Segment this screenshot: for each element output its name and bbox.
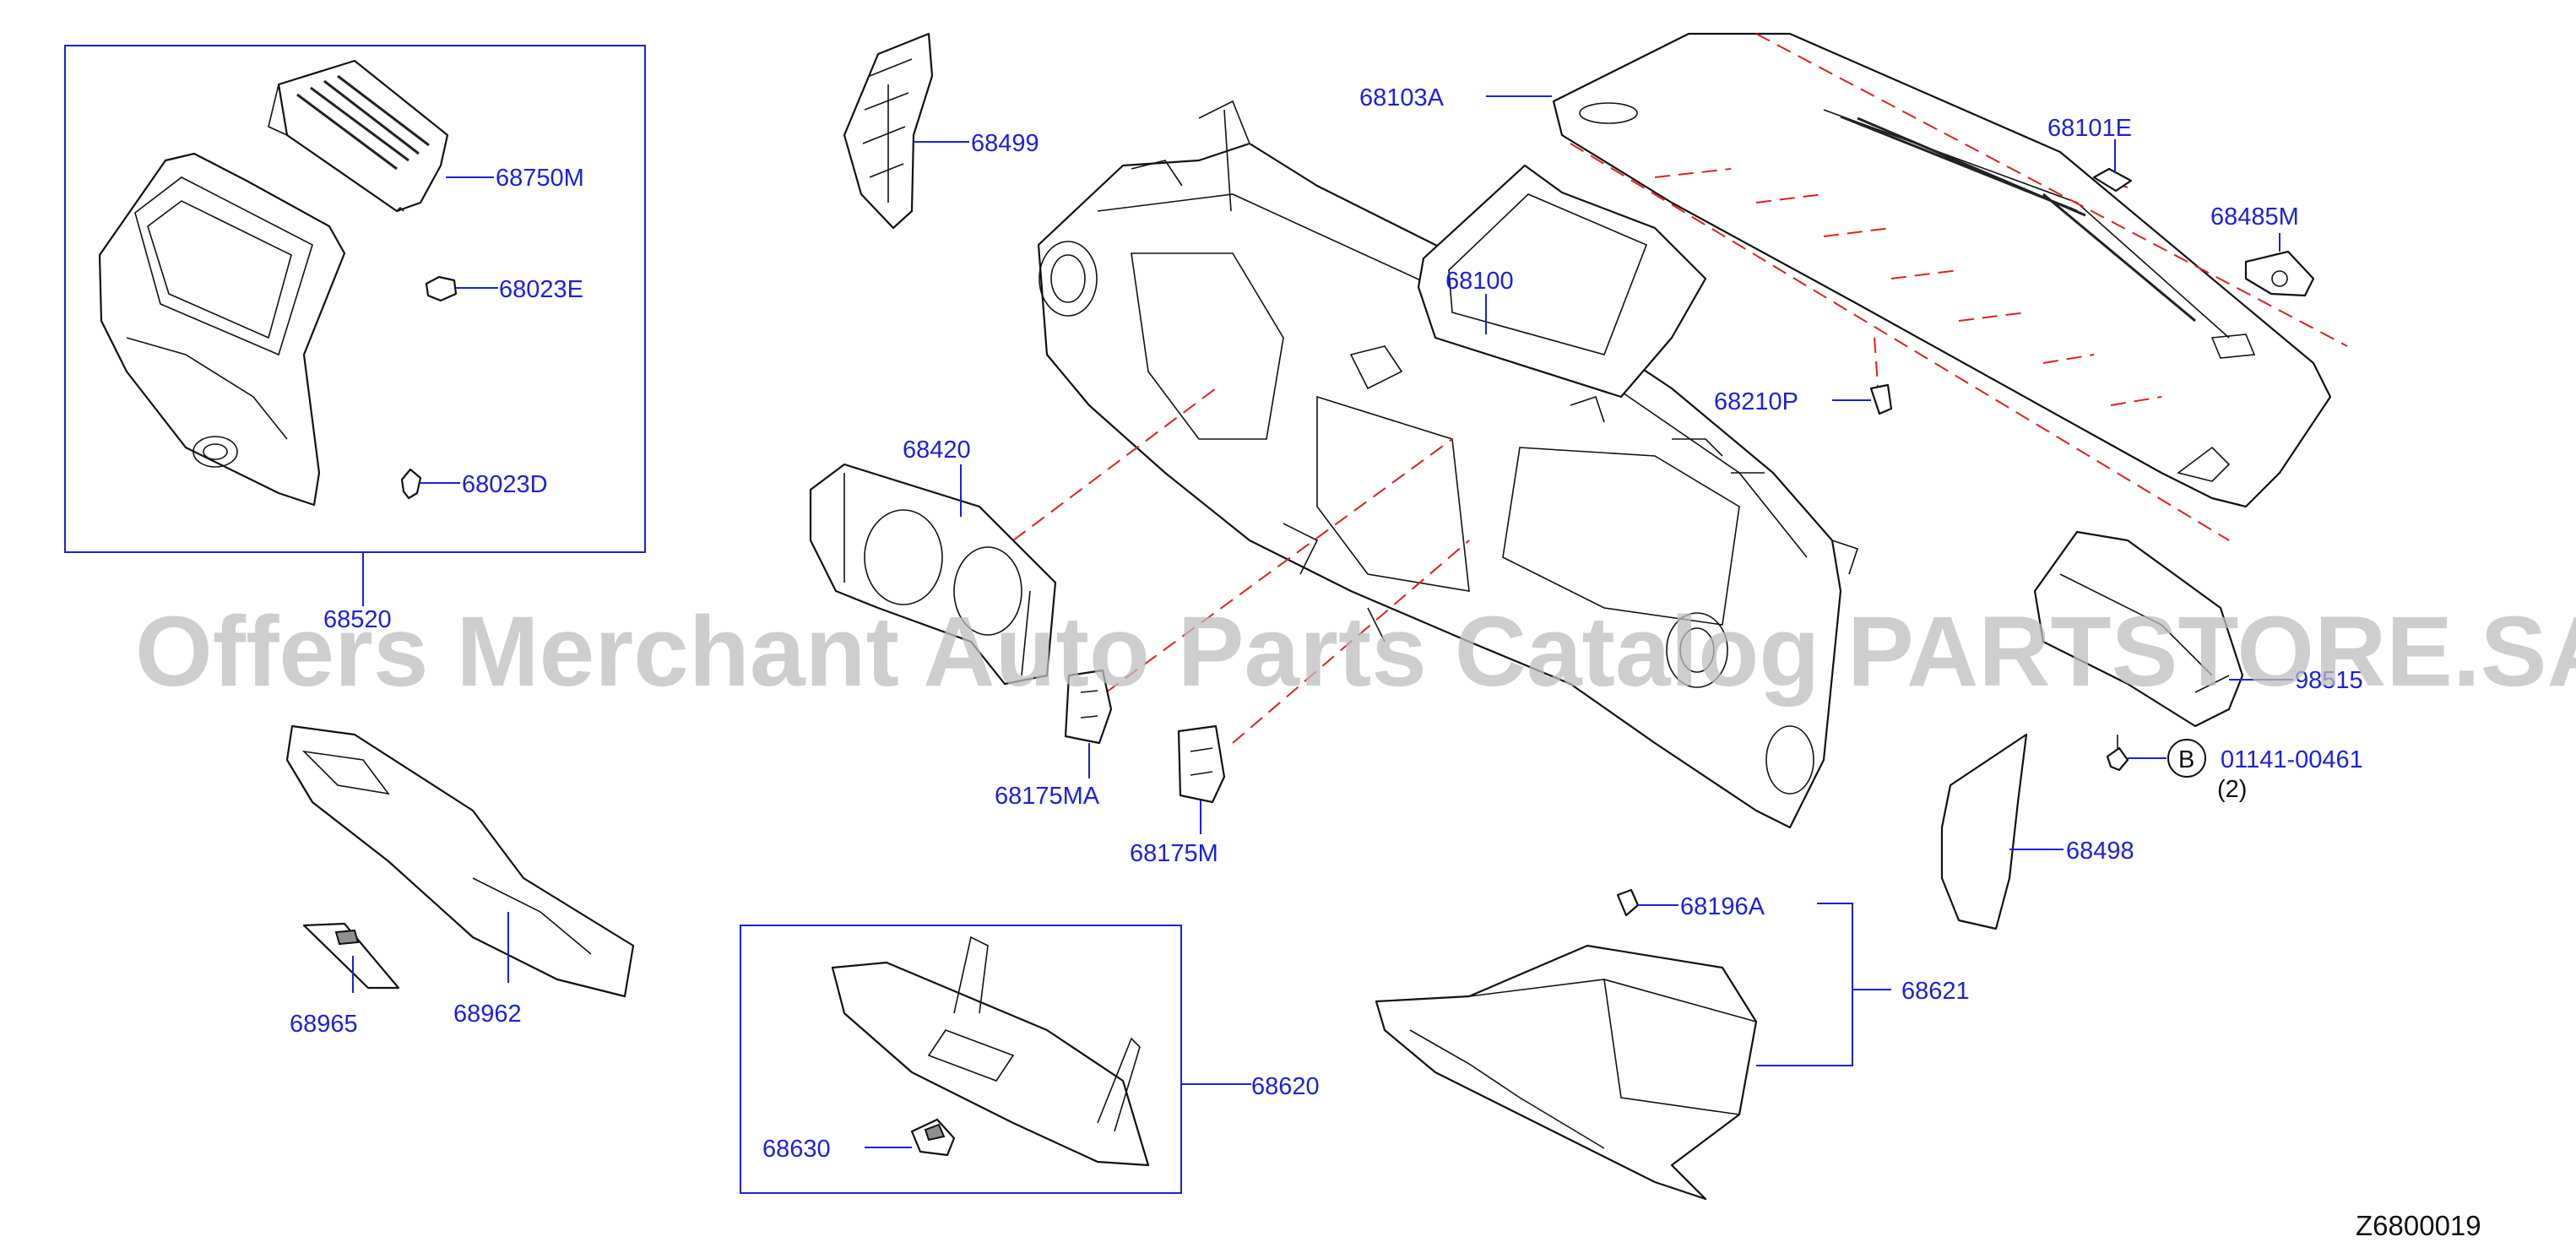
label-68485M[interactable]: 68485M xyxy=(2210,203,2299,231)
cover-68962-drawing xyxy=(285,724,635,998)
hood-68100-drawing xyxy=(1417,164,1707,399)
callout-b[interactable]: B xyxy=(2178,746,2194,773)
label-68210P[interactable]: 68210P xyxy=(1714,388,1798,415)
label-01141-qty: (2) xyxy=(2217,776,2247,803)
latch-68630-drawing xyxy=(910,1118,956,1157)
bezel-68420-drawing xyxy=(809,463,1057,686)
cluster-lid-drawing xyxy=(98,152,346,507)
label-68965[interactable]: 68965 xyxy=(290,1011,358,1038)
airbag-98515-drawing xyxy=(2033,530,2244,728)
bracket-68499-drawing xyxy=(843,32,934,230)
group-box-68620 xyxy=(740,925,1182,1194)
label-68750M[interactable]: 68750M xyxy=(496,165,584,192)
label-68175MA[interactable]: 68175MA xyxy=(995,783,1100,810)
instrument-panel-drawing xyxy=(1037,100,1859,829)
label-68630[interactable]: 68630 xyxy=(762,1136,831,1163)
group-68520: 68750M 68023E 68023D 68520 xyxy=(64,45,646,633)
bracket-68175MA-drawing xyxy=(1064,669,1113,745)
label-68520[interactable]: 68520 xyxy=(323,606,392,633)
label-68962[interactable]: 68962 xyxy=(453,1001,522,1028)
label-68499[interactable]: 68499 xyxy=(971,130,1039,157)
housing-68621-drawing xyxy=(1375,944,1758,1201)
label-68023E[interactable]: 68023E xyxy=(499,276,583,303)
clip-68210P-drawing xyxy=(1869,383,1893,415)
clip-68023E-drawing xyxy=(425,275,458,302)
label-68023D[interactable]: 68023D xyxy=(462,471,548,498)
watermark-text: Offers Merchant Auto Parts Catalog PARTS… xyxy=(135,596,2576,708)
bracket-68175M-drawing xyxy=(1177,724,1226,804)
group-box-68520 xyxy=(64,45,646,553)
trim-68965-drawing xyxy=(302,922,400,990)
bracket-68485M-drawing xyxy=(2244,250,2315,297)
cover-68498-drawing xyxy=(1940,733,2028,930)
label-68420[interactable]: 68420 xyxy=(903,437,971,464)
callout-circle-b xyxy=(2167,739,2206,778)
lid-68620-drawing xyxy=(831,936,1150,1167)
label-68101E[interactable]: 68101E xyxy=(2047,115,2132,142)
label-68621[interactable]: 68621 xyxy=(1901,978,1970,1005)
label-68498[interactable]: 68498 xyxy=(2066,838,2134,865)
label-68620[interactable]: 68620 xyxy=(1251,1073,1320,1100)
label-01141-00461[interactable]: 01141-00461 xyxy=(2221,746,2363,773)
clip-68023D-drawing xyxy=(400,468,422,500)
label-68175M[interactable]: 68175M xyxy=(1130,840,1218,867)
label-68196A[interactable]: 68196A xyxy=(1680,893,1765,920)
bolt-01141-drawing xyxy=(2106,735,2129,772)
label-68103A[interactable]: 68103A xyxy=(1359,84,1445,111)
label-68100[interactable]: 68100 xyxy=(1445,268,1514,295)
diagram-code: Z6800019 xyxy=(2356,1210,2481,1241)
vent-68101E-drawing xyxy=(2092,167,2133,193)
group-68620: 68630 68620 xyxy=(740,925,1320,1194)
clip-68196A-drawing xyxy=(1616,888,1640,917)
label-98515[interactable]: 98515 xyxy=(2295,667,2363,694)
vent-68750M-drawing xyxy=(268,59,449,213)
